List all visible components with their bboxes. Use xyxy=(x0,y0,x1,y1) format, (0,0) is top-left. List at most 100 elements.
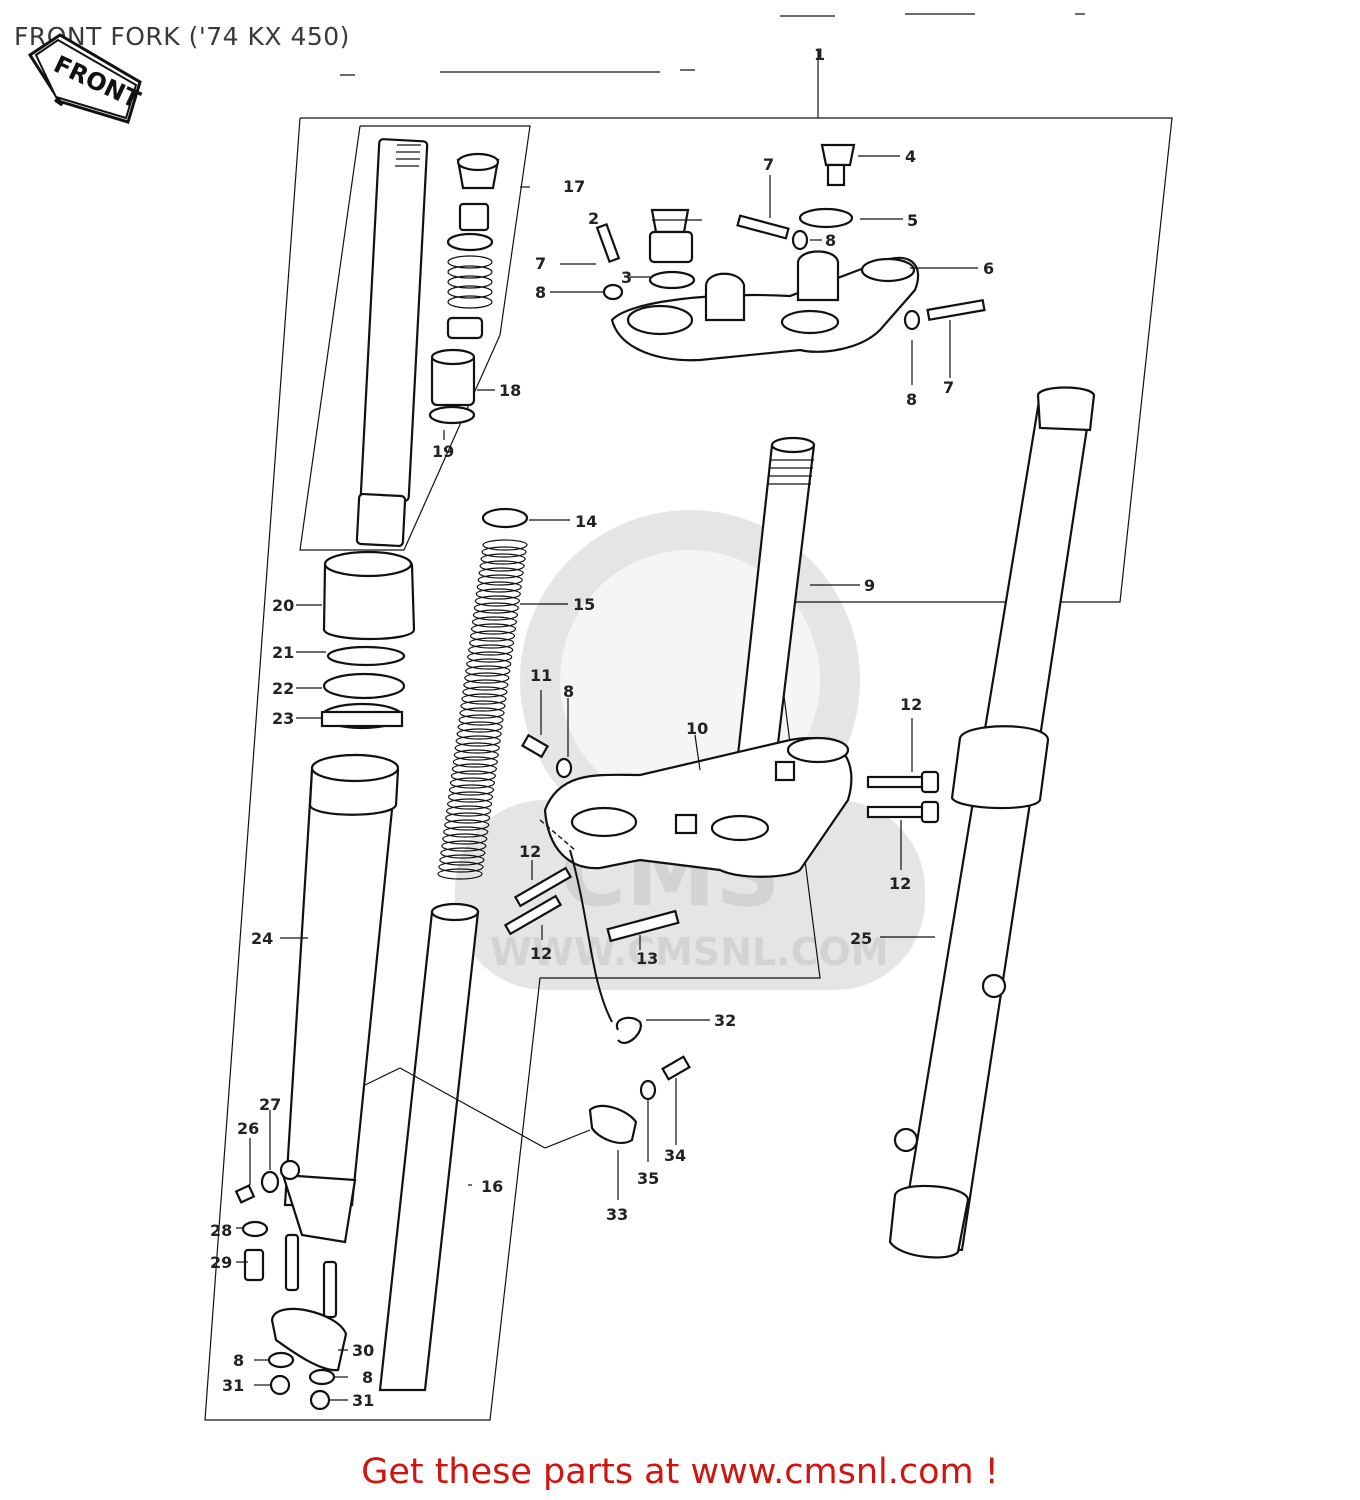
label-13: 13 xyxy=(636,949,658,968)
label-8-clamp-left: 8 xyxy=(233,1351,244,1370)
spring-coil xyxy=(442,833,488,845)
spring-coil xyxy=(446,805,492,817)
right-outer-tube xyxy=(888,386,1096,1259)
spring-coil xyxy=(468,644,514,656)
label-32: 32 xyxy=(714,1011,736,1030)
label-20: 20 xyxy=(272,596,294,615)
axle-clamp-hardware xyxy=(234,1170,348,1411)
spring-coil xyxy=(454,742,500,754)
spring-coil xyxy=(457,721,503,733)
spring-coil xyxy=(452,756,498,768)
label-12-lower: 12 xyxy=(530,944,552,963)
label-22: 22 xyxy=(272,679,294,698)
spring-coil xyxy=(458,714,504,726)
label-14: 14 xyxy=(575,512,597,531)
spring-coil xyxy=(461,693,507,705)
label-31-left: 31 xyxy=(222,1376,244,1395)
spring-coil xyxy=(456,728,502,740)
spring-coil xyxy=(481,546,527,558)
spring-coil xyxy=(438,861,484,873)
label-8-top: 8 xyxy=(825,231,836,250)
label-33: 33 xyxy=(606,1205,628,1224)
spring-coil xyxy=(437,868,483,880)
lower-bracket xyxy=(543,736,853,878)
label-12-left: 12 xyxy=(519,842,541,861)
label-9: 9 xyxy=(864,576,875,595)
spring-coil xyxy=(460,700,506,712)
spring-coil xyxy=(470,623,517,635)
label-12-right: 12 xyxy=(889,874,911,893)
spring-coil xyxy=(439,854,485,866)
label-12-top: 12 xyxy=(900,695,922,714)
label-5: 5 xyxy=(907,211,918,230)
spring-coil xyxy=(473,602,519,614)
label-8-bracket: 8 xyxy=(563,682,574,701)
cmsnl-footer-link[interactable]: Get these parts at www.cmsnl.com ! xyxy=(361,1452,999,1492)
spring-coil xyxy=(466,658,512,670)
label-8-left: 8 xyxy=(535,283,546,302)
spring-coil xyxy=(472,609,519,621)
label-18: 18 xyxy=(499,381,521,400)
label-11: 11 xyxy=(530,666,552,685)
spring-coil xyxy=(440,847,486,859)
spring-coil xyxy=(448,784,495,796)
spring-coil xyxy=(462,686,508,698)
label-2: 2 xyxy=(588,209,599,228)
spring-coil xyxy=(464,672,510,684)
spring-coil xyxy=(482,539,528,551)
spring-coil xyxy=(471,616,518,628)
spring-coil xyxy=(475,588,521,600)
label-1: 1 xyxy=(814,45,825,64)
label-15: 15 xyxy=(573,595,595,614)
inner-tube-lower xyxy=(378,902,480,1392)
spring-coil xyxy=(467,651,513,663)
left-outer-tube xyxy=(279,753,400,1244)
label-30: 30 xyxy=(352,1341,374,1360)
spring-coil xyxy=(447,791,494,803)
spring-coil xyxy=(476,581,522,593)
top-hardware xyxy=(595,143,986,331)
label-7-top: 7 xyxy=(763,155,774,174)
spring-coil xyxy=(480,553,526,565)
part-number-labels: 1 2 3 4 5 6 7 7 7 8 8 8 8 8 8 9 10 11 12… xyxy=(210,45,994,1410)
label-25: 25 xyxy=(850,929,872,948)
spring-coil xyxy=(455,735,501,747)
spring-coil xyxy=(468,637,515,649)
label-8-clamp-right: 8 xyxy=(362,1368,373,1387)
label-35: 35 xyxy=(637,1169,659,1188)
label-31-right: 31 xyxy=(352,1391,374,1410)
label-27: 27 xyxy=(259,1095,281,1114)
spring-coil xyxy=(443,826,489,838)
label-8-right: 8 xyxy=(906,390,917,409)
front-arrow-badge: FRONT xyxy=(27,33,145,124)
label-7-right: 7 xyxy=(943,378,954,397)
spring-coil xyxy=(463,679,509,691)
fork-spring xyxy=(437,507,529,880)
label-17: 17 xyxy=(563,177,585,196)
spring-coil xyxy=(449,777,496,789)
watermark-url: WWW.CMSNL.COM xyxy=(490,930,889,974)
label-10: 10 xyxy=(686,719,708,738)
label-19: 19 xyxy=(432,442,454,461)
label-23: 23 xyxy=(272,709,294,728)
spring-coil xyxy=(479,560,525,572)
label-24: 24 xyxy=(251,929,273,948)
inner-tube-upper xyxy=(355,138,429,548)
label-16: 16 xyxy=(481,1177,503,1196)
spring-coil xyxy=(477,574,523,586)
spring-coil xyxy=(444,819,490,831)
spring-coil xyxy=(453,749,499,761)
spring-coil xyxy=(441,840,487,852)
label-21: 21 xyxy=(272,643,294,662)
spring-coil xyxy=(478,567,524,579)
pinch-bolts xyxy=(503,770,940,943)
dust-seal-and-rings xyxy=(320,550,416,730)
cable-clamp-hardware xyxy=(588,1055,691,1145)
cylinder-base xyxy=(428,348,476,425)
spring-coil xyxy=(474,595,520,607)
label-3: 3 xyxy=(621,268,632,287)
spring-coil xyxy=(459,707,505,719)
label-6: 6 xyxy=(983,259,994,278)
label-4: 4 xyxy=(905,147,916,166)
label-28: 28 xyxy=(210,1221,232,1240)
